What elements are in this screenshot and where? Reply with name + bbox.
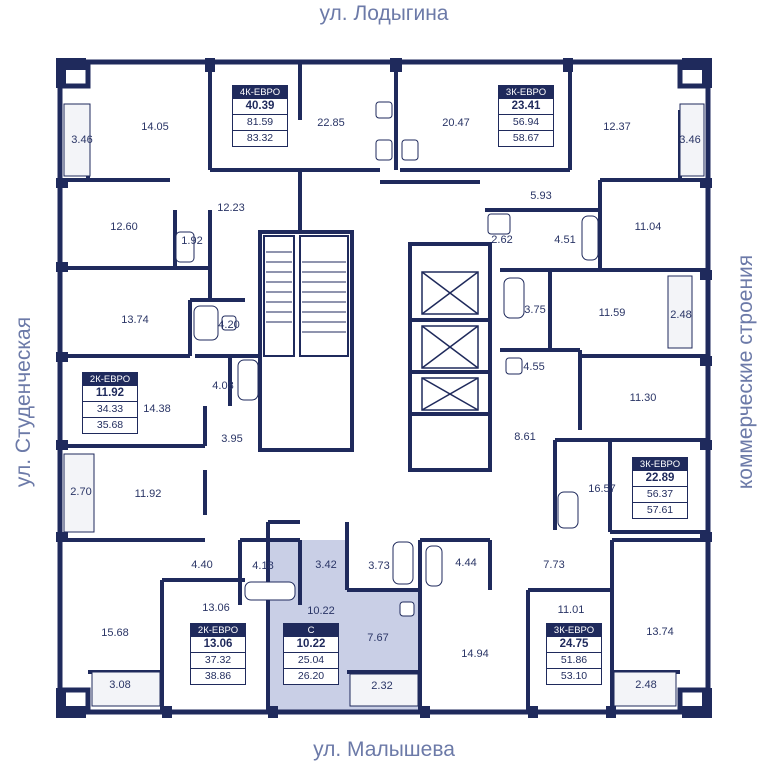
apartment-badge[interactable]: 3К-ЕВРО 23.41 56.94 58.67 <box>498 85 554 147</box>
apartment-badge[interactable]: 2К-ЕВРО 11.92 34.33 35.68 <box>82 372 138 434</box>
total-area-with-balcony: 38.86 <box>204 670 232 682</box>
staircase <box>266 251 346 333</box>
room-area-label: 1.92 <box>181 235 203 247</box>
elevator-shafts <box>421 271 479 411</box>
room-area-label: 10.22 <box>307 605 335 617</box>
apartment-type: С <box>284 624 338 637</box>
room-area-label: 3.73 <box>368 560 390 572</box>
room-area-label: 14.05 <box>141 121 169 133</box>
room-area-label: 5.93 <box>530 190 552 202</box>
apartment-type: 3К-ЕВРО <box>633 458 687 471</box>
room-area-label: 2.62 <box>491 234 513 246</box>
room-area-label: 22.85 <box>317 117 345 129</box>
living-area: 24.75 <box>547 637 601 653</box>
balconies <box>63 103 705 707</box>
living-area: 23.41 <box>499 99 553 115</box>
total-area: 37.32 <box>191 653 245 669</box>
apartment-type: 2К-ЕВРО <box>191 624 245 637</box>
total-area-with-balcony: 53.10 <box>560 670 588 682</box>
room-area-label: 8.61 <box>514 431 536 443</box>
room-area-label: 15.68 <box>101 627 129 639</box>
apartment-type: 4К-ЕВРО <box>233 86 287 99</box>
total-area: 34.33 <box>83 402 137 418</box>
room-area-label: 7.67 <box>367 632 389 644</box>
total-area-with-balcony: 26.20 <box>297 670 325 682</box>
room-area-label: 12.60 <box>110 221 138 233</box>
room-area-label: 13.74 <box>646 626 674 638</box>
room-area-label: 7.73 <box>543 559 565 571</box>
room-area-label: 16.57 <box>588 483 616 495</box>
room-area-label: 14.94 <box>461 648 489 660</box>
living-area: 22.89 <box>633 471 687 487</box>
apartment-badge[interactable]: 4К-ЕВРО 40.39 81.59 83.32 <box>232 85 288 147</box>
room-area-label: 13.74 <box>121 314 149 326</box>
living-area: 13.06 <box>191 637 245 653</box>
room-area-label: 4.44 <box>455 557 477 569</box>
total-area: 25.04 <box>284 653 338 669</box>
street-label-top: ул. Лодыгина <box>319 2 449 25</box>
bathroom-fixtures <box>175 101 599 617</box>
street-label-left: ул. Студенческая <box>12 316 35 488</box>
apartment-badge-studio[interactable]: С 10.22 25.04 26.20 <box>283 623 339 685</box>
room-area-label: 4.18 <box>252 560 274 572</box>
room-area-label: 12.37 <box>603 121 631 133</box>
room-area-label: 11.92 <box>134 488 162 500</box>
room-area-label: 2.48 <box>635 679 657 691</box>
room-area-label: 11.04 <box>634 221 662 233</box>
room-area-label: 4.08 <box>212 380 234 392</box>
total-area: 56.94 <box>499 115 553 131</box>
room-area-label: 20.47 <box>442 117 470 129</box>
total-area-with-balcony: 35.68 <box>96 419 124 431</box>
room-area-label: 3.46 <box>679 134 701 146</box>
apartment-type: 3К-ЕВРО <box>499 86 553 99</box>
street-label-right: коммерческие строения <box>734 254 757 490</box>
room-area-label: 3.08 <box>109 679 131 691</box>
living-area: 40.39 <box>233 99 287 115</box>
room-area-label: 11.59 <box>598 307 626 319</box>
apartment-badge[interactable]: 2К-ЕВРО 13.06 37.32 38.86 <box>190 623 246 685</box>
apartment-type: 3К-ЕВРО <box>547 624 601 637</box>
room-area-label: 12.23 <box>217 202 245 214</box>
living-area: 10.22 <box>284 637 338 653</box>
living-area: 11.92 <box>83 386 137 402</box>
room-area-label: 2.48 <box>670 309 692 321</box>
room-area-label: 4.40 <box>191 559 213 571</box>
street-label-bottom: ул. Малышева <box>313 738 455 761</box>
room-area-label: 2.32 <box>371 680 393 692</box>
room-area-label: 4.55 <box>523 361 545 373</box>
total-area-with-balcony: 58.67 <box>512 132 540 144</box>
total-area-with-balcony: 83.32 <box>246 132 274 144</box>
apartment-badge[interactable]: 3К-ЕВРО 24.75 51.86 53.10 <box>546 623 602 685</box>
room-area-label: 11.01 <box>557 604 585 616</box>
room-area-label: 3.95 <box>221 433 243 445</box>
room-area-label: 4.20 <box>218 319 240 331</box>
room-area-label: 11.30 <box>629 392 657 404</box>
total-area: 81.59 <box>233 115 287 131</box>
room-area-label: 14.38 <box>143 403 171 415</box>
apartment-type: 2К-ЕВРО <box>83 373 137 386</box>
room-area-label: 4.51 <box>554 234 576 246</box>
total-area: 51.86 <box>547 653 601 669</box>
room-area-label: 13.06 <box>202 602 230 614</box>
room-area-label: 3.42 <box>315 559 337 571</box>
total-area-with-balcony: 57.61 <box>646 504 674 516</box>
room-area-label: 2.70 <box>70 486 92 498</box>
total-area: 56.37 <box>633 487 687 503</box>
room-area-label: 3.75 <box>524 304 546 316</box>
apartment-badge[interactable]: 3К-ЕВРО 22.89 56.37 57.61 <box>632 457 688 519</box>
room-area-label: 3.46 <box>71 134 93 146</box>
